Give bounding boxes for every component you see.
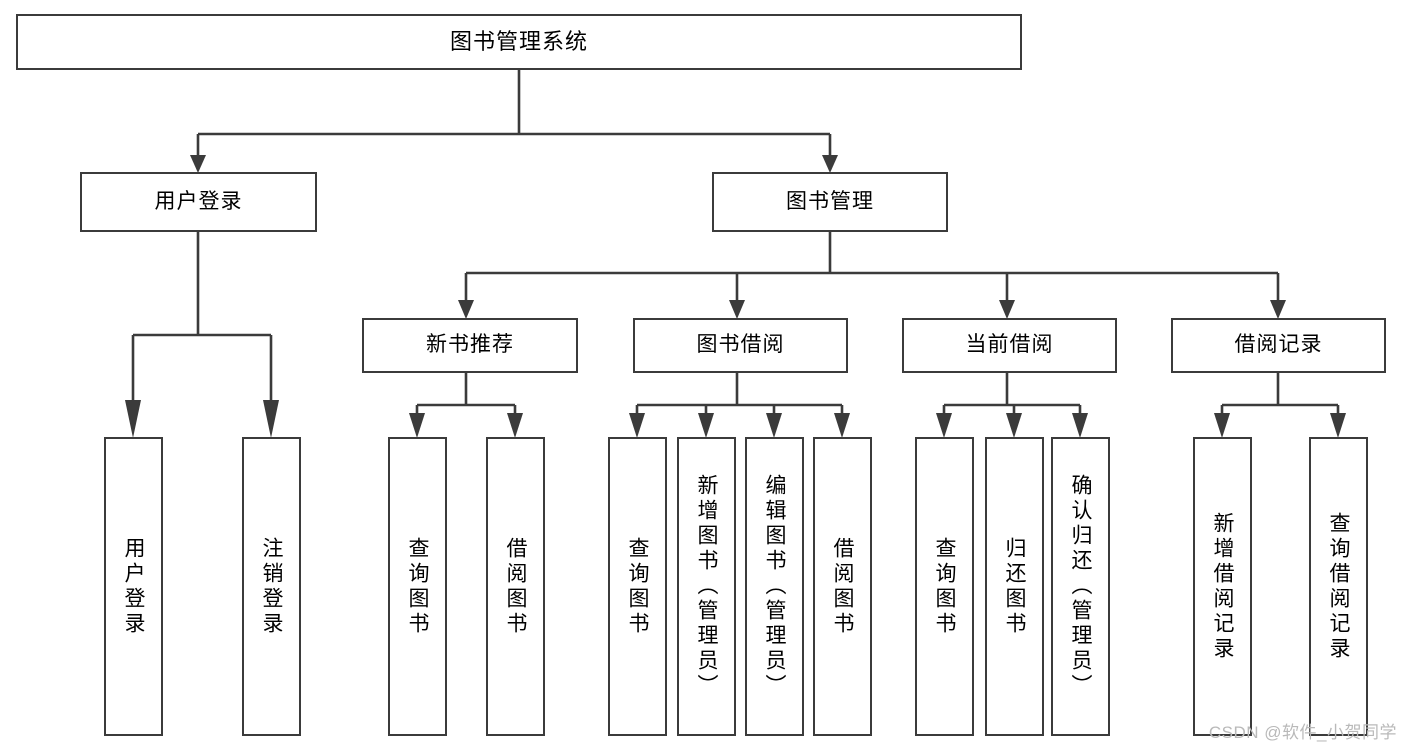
node-leaf-user-logout[interactable]: 注销登录 xyxy=(242,437,301,736)
node-label: 确认归还（管理员） xyxy=(1069,474,1093,699)
node-label: 借阅图书 xyxy=(504,536,528,637)
node-leaf-add-record[interactable]: 新增借阅记录 xyxy=(1193,437,1252,736)
arrow-leaf-add-book xyxy=(698,413,714,438)
node-label: 查询借阅记录 xyxy=(1327,511,1351,662)
node-leaf-query-book-3[interactable]: 查询图书 xyxy=(915,437,974,736)
arrow-leaf-confirm-return xyxy=(1072,413,1088,438)
node-label: 新增借阅记录 xyxy=(1211,511,1235,662)
node-label: 注销登录 xyxy=(260,536,284,637)
arrow-leaf-query-book-2 xyxy=(629,413,645,438)
node-label: 图书借阅 xyxy=(696,333,785,357)
node-book-borrow[interactable]: 图书借阅 xyxy=(633,318,848,373)
node-new-book-rec[interactable]: 新书推荐 xyxy=(362,318,578,373)
node-label: 查询图书 xyxy=(626,536,650,637)
node-label: 新增图书（管理员） xyxy=(695,474,719,699)
node-label: 编辑图书（管理员） xyxy=(763,474,787,699)
node-current-borrow[interactable]: 当前借阅 xyxy=(902,318,1117,373)
node-label: 查询图书 xyxy=(406,536,430,637)
arrow-current-borrow xyxy=(999,300,1015,319)
arrow-leaf-user-logout xyxy=(263,400,279,438)
arrow-leaf-query-book-3 xyxy=(936,413,952,438)
node-leaf-return-book[interactable]: 归还图书 xyxy=(985,437,1044,736)
arrow-leaf-add-record xyxy=(1214,413,1230,438)
node-book-manage[interactable]: 图书管理 xyxy=(712,172,948,232)
node-leaf-borrow-book-2[interactable]: 借阅图书 xyxy=(813,437,872,736)
node-label: 归还图书 xyxy=(1003,536,1027,637)
arrow-leaf-edit-book xyxy=(766,413,782,438)
node-root-system[interactable]: 图书管理系统 xyxy=(16,14,1022,70)
node-leaf-query-record[interactable]: 查询借阅记录 xyxy=(1309,437,1368,736)
node-label: 图书管理 xyxy=(786,189,874,213)
arrow-leaf-return-book xyxy=(1006,413,1022,438)
node-leaf-confirm-return[interactable]: 确认归还（管理员） xyxy=(1051,437,1110,736)
arrow-leaf-query-record xyxy=(1330,413,1346,438)
node-leaf-query-book-2[interactable]: 查询图书 xyxy=(608,437,667,736)
node-label: 查询图书 xyxy=(933,536,957,637)
node-label: 借阅图书 xyxy=(831,536,855,637)
arrow-leaf-user-login xyxy=(125,400,141,438)
node-leaf-user-login[interactable]: 用户登录 xyxy=(104,437,163,736)
arrow-new-book-rec xyxy=(458,300,474,319)
node-leaf-query-book-1[interactable]: 查询图书 xyxy=(388,437,447,736)
arrow-leaf-borrow-book-2 xyxy=(834,413,850,438)
node-borrow-record[interactable]: 借阅记录 xyxy=(1171,318,1386,373)
arrow-leaf-borrow-book-1 xyxy=(507,413,523,438)
arrow-book-manage xyxy=(822,155,838,173)
arrow-user-login xyxy=(190,155,206,173)
node-label: 图书管理系统 xyxy=(449,29,588,55)
node-label: 当前借阅 xyxy=(965,333,1054,357)
node-leaf-borrow-book-1[interactable]: 借阅图书 xyxy=(486,437,545,736)
node-label: 用户登录 xyxy=(122,536,146,637)
node-label: 新书推荐 xyxy=(426,333,514,357)
arrow-book-borrow xyxy=(729,300,745,319)
watermark: CSDN @软件_小贺同学 xyxy=(1208,723,1397,742)
node-label: 用户登录 xyxy=(154,189,243,213)
node-label: 借阅记录 xyxy=(1234,333,1323,357)
node-leaf-edit-book[interactable]: 编辑图书（管理员） xyxy=(745,437,804,736)
arrow-leaf-query-book-1 xyxy=(409,413,425,438)
node-leaf-add-book[interactable]: 新增图书（管理员） xyxy=(677,437,736,736)
arrow-borrow-record xyxy=(1270,300,1286,319)
node-user-login[interactable]: 用户登录 xyxy=(80,172,317,232)
